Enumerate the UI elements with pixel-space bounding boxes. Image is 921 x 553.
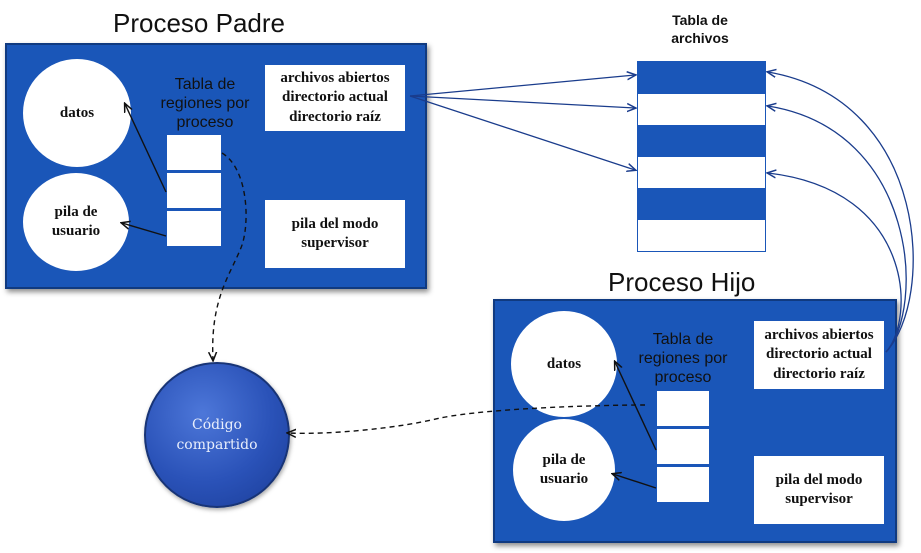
child-process-title: Proceso Hijo [608,267,756,297]
parent-shared-code-dashed-arrow [213,152,247,360]
child-region-row [657,467,709,502]
parent-user-stack-label: pila de usuario [51,204,101,239]
parent-supervisor-stack-box: pila del modo supervisor [265,200,405,268]
parent-region-row [167,135,221,170]
child-region-row [657,391,709,426]
child-process-panel: datos pila de usuario Tabla de regiones … [493,299,897,543]
child-user-stack-label: pila de usuario [539,452,589,487]
file-table [637,61,766,252]
parent-file-arrow [409,95,635,170]
parent-open-files-box: archivos abiertos directorio actual dire… [265,65,405,131]
child-shared-code-dashed-arrow [288,404,646,433]
parent-process-title: Proceso Padre [113,8,285,38]
child-open-files-box: archivos abiertos directorio actual dire… [754,321,884,389]
parent-region-to-stack-arrow [122,223,167,237]
child-datos-circle: datos [511,311,617,417]
parent-regions-table [167,135,221,246]
child-region-row [657,429,709,464]
parent-region-to-datos-arrow [125,104,167,193]
shared-code-circle: Código compartido [144,362,290,508]
child-region-to-datos-arrow [615,362,657,451]
child-region-to-stack-arrow [613,474,657,489]
child-file-arrow [768,72,914,353]
child-supervisor-stack-box: pila del modo supervisor [754,456,884,524]
file-table-row [638,188,765,220]
file-table-row [638,125,765,157]
child-user-stack-circle: pila de usuario [513,419,615,521]
child-regions-table [657,391,709,502]
parent-user-stack-circle: pila de usuario [23,173,129,271]
file-table-row [638,156,765,188]
parent-datos-circle: datos [23,59,131,167]
parent-file-arrow [409,95,635,108]
parent-regions-table-label: Tabla de regiones por proceso [160,76,250,132]
parent-file-arrow [409,75,635,97]
file-table-title: Tabla de archivos [671,12,729,46]
file-table-row [638,219,765,251]
parent-process-panel: datos pila de usuario Tabla de regiones … [5,43,427,289]
child-file-arrow [768,173,902,353]
parent-region-row [167,211,221,246]
child-regions-table-label: Tabla de regiones por proceso [638,331,728,387]
parent-datos-label: datos [59,104,95,121]
child-file-arrow [768,106,907,353]
parent-region-row [167,173,221,208]
file-table-row [638,93,765,125]
file-table-row [638,62,765,94]
child-datos-label: datos [546,355,582,372]
